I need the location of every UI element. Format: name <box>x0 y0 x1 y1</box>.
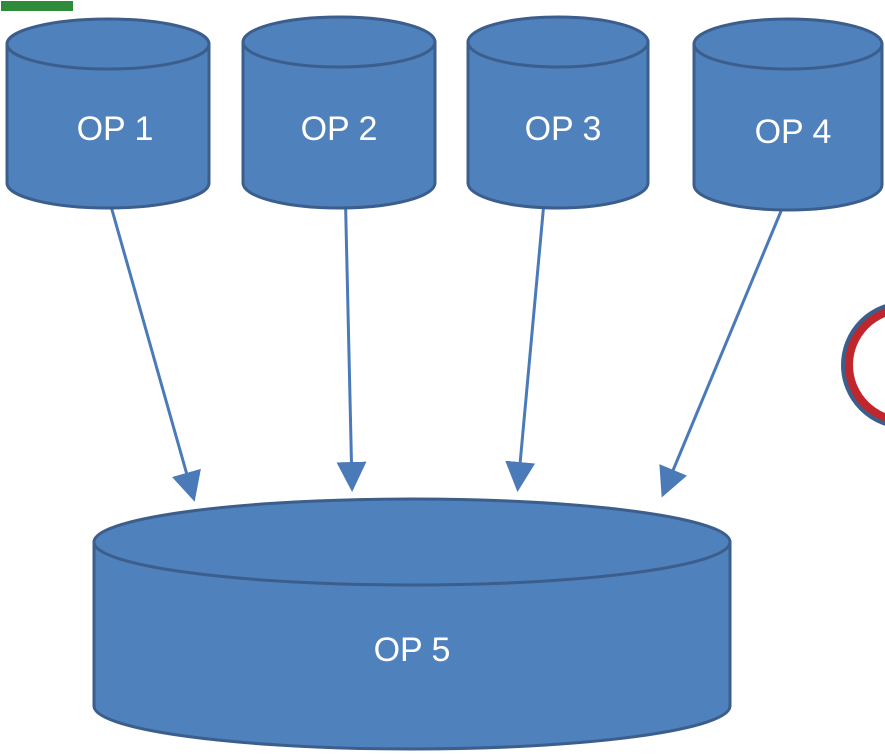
node-label-op3: OP 3 <box>525 110 602 148</box>
cylinder-op5: OP 5 <box>92 497 732 751</box>
arrow-op3-to-op5 <box>505 179 548 492</box>
cylinder-op4: OP 4 <box>692 17 884 212</box>
node-label-op4: OP 4 <box>755 113 832 151</box>
arrow-op2-to-op5 <box>336 179 367 492</box>
edges-layer <box>101 177 796 502</box>
partial-circle-icon <box>841 304 885 426</box>
node-label-op5: OP 5 <box>374 631 451 669</box>
cylinder-op2: OP 2 <box>241 15 437 210</box>
node-label-op1: OP 1 <box>77 110 154 148</box>
arrow-op1-to-op5 <box>101 177 201 502</box>
cylinder-op1: OP 1 <box>5 17 211 210</box>
node-label-op2: OP 2 <box>301 110 378 148</box>
arrow-op4-to-op5 <box>659 179 796 498</box>
cylinder-op3: OP 3 <box>466 15 650 210</box>
corner-green-shape <box>0 0 75 13</box>
